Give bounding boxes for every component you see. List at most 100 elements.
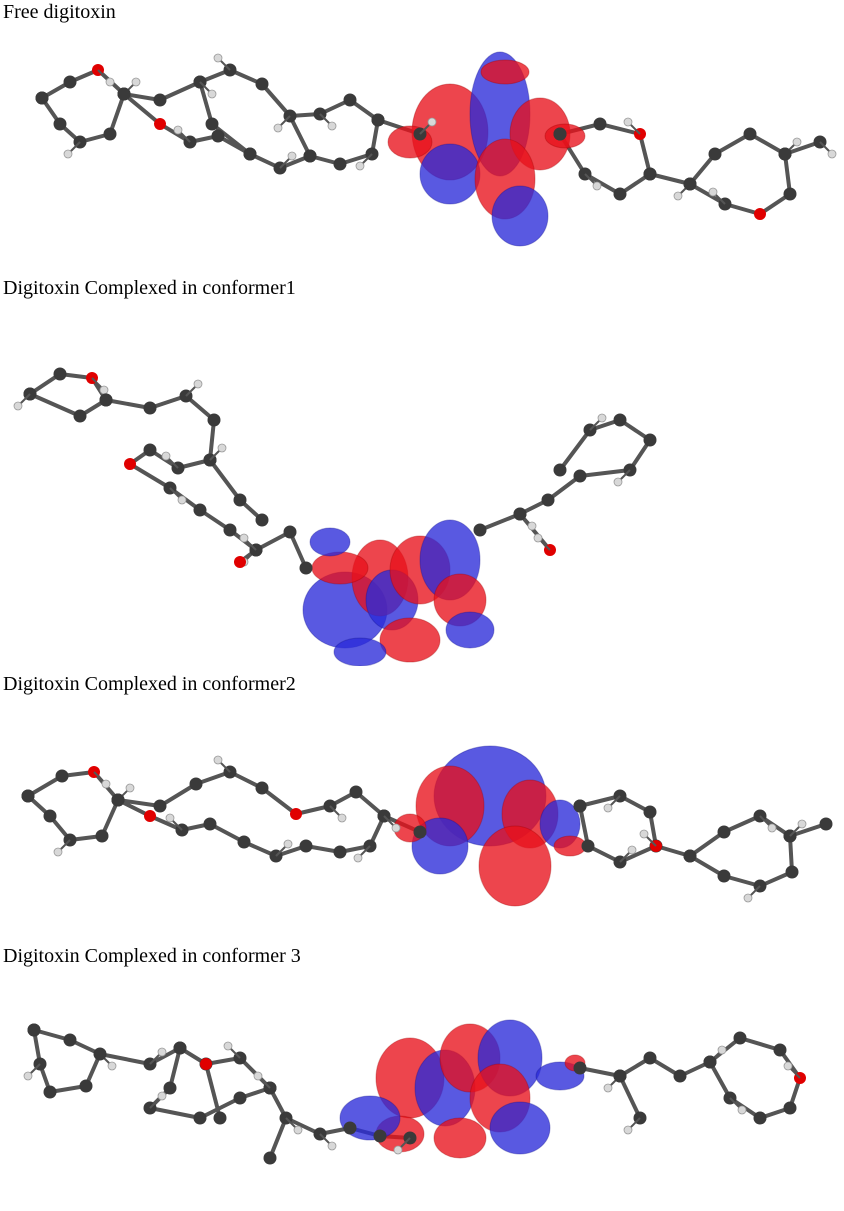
carbon-atom [143, 401, 157, 415]
carbon-atom [785, 865, 799, 879]
orbital-lobe-positive [379, 617, 441, 663]
carbon-atom [673, 1069, 687, 1083]
carbon-atom [243, 147, 257, 161]
hydrogen-atom [603, 1083, 613, 1093]
panel-title: Digitoxin Complexed in conformer2 [3, 673, 296, 695]
carbon-atom [333, 157, 347, 171]
carbon-atom [213, 1111, 227, 1125]
hydrogen-atom [161, 451, 171, 461]
hydrogen-atom [157, 1091, 167, 1101]
panel-conformer2: Digitoxin Complexed in conformer2 [0, 672, 844, 936]
hydrogen-atom [131, 77, 141, 87]
hydrogen-atom [253, 1071, 263, 1081]
hydrogen-atom [207, 89, 217, 99]
orbital-lobe-negative [491, 185, 549, 247]
oxygen-atom [144, 810, 156, 822]
carbon-atom [63, 1033, 77, 1047]
panel-title: Digitoxin Complexed in conformer 3 [3, 945, 301, 967]
orbital-lobe-positive [433, 1117, 487, 1159]
orbital-lobe-negative [333, 637, 387, 666]
carbon-atom [99, 393, 113, 407]
bond-path [198, 81, 252, 156]
carbon-atom [255, 781, 269, 795]
hydrogen-atom [101, 779, 111, 789]
hydrogen-atom [792, 137, 802, 147]
carbon-atom [753, 1111, 767, 1125]
carbon-atom [733, 1031, 747, 1045]
carbon-atom [193, 503, 207, 517]
carbon-atom [593, 117, 607, 131]
hydrogen-atom [613, 477, 623, 487]
carbon-atom [573, 799, 587, 813]
bond-path [288, 115, 312, 157]
hydrogen-atom [603, 803, 613, 813]
hydrogen-atom [23, 1071, 33, 1081]
orbital-lobe-positive [553, 835, 587, 857]
hydrogen-atom [223, 1041, 233, 1051]
carbon-atom [299, 839, 313, 853]
carbon-atom [773, 1043, 787, 1057]
carbon-atom [203, 817, 217, 831]
hydrogen-atom [107, 1061, 117, 1071]
carbon-atom [541, 493, 555, 507]
carbon-atom [643, 1051, 657, 1065]
oxygen-atom [754, 208, 766, 220]
hydrogen-atom [767, 823, 777, 833]
bond-path [105, 394, 308, 569]
hydrogen-atom [239, 533, 249, 543]
carbon-atom [473, 523, 487, 537]
orbital-lobe-positive [478, 825, 552, 907]
carbon-atom [55, 769, 69, 783]
carbon-atom [613, 413, 627, 427]
oxygen-atom [124, 458, 136, 470]
bond-path [208, 458, 264, 522]
panel-title: Free digitoxin [3, 1, 116, 23]
carbon-atom [255, 77, 269, 91]
orbital-lobe-negative [489, 1101, 551, 1155]
carbon-atom [43, 1085, 57, 1099]
carbon-atom [303, 149, 317, 163]
molecule-render-free [35, 51, 837, 247]
hydrogen-atom [353, 853, 363, 863]
carbon-atom [553, 463, 567, 477]
carbon-atom [283, 525, 297, 539]
carbon-atom [343, 93, 357, 107]
atoms [35, 53, 837, 220]
hydrogen-atom [708, 187, 718, 197]
hydrogen-atom [592, 181, 602, 191]
molecule-render-conformer2 [21, 745, 833, 907]
carbon-atom [263, 1151, 277, 1165]
carbon-atom [717, 825, 731, 839]
hydrogen-atom [783, 1061, 793, 1071]
carbon-atom [111, 793, 125, 807]
oxygen-atom [290, 808, 302, 820]
orbital-lobe-negative [419, 143, 481, 205]
hydrogen-atom [217, 443, 227, 453]
orbital-lobe-negative [445, 611, 495, 649]
carbon-atom [255, 513, 269, 527]
hydrogen-atom [287, 151, 297, 161]
carbon-atom [223, 523, 237, 537]
hydrogen-atom [797, 819, 807, 829]
carbon-atom [63, 75, 77, 89]
carbon-atom [613, 187, 627, 201]
hydrogen-atom [623, 117, 633, 127]
orbital-lobes [387, 51, 586, 247]
hydrogen-atom [193, 379, 203, 389]
carbon-atom [143, 443, 157, 457]
carbon-atom [35, 91, 49, 105]
bond-path [578, 794, 658, 864]
carbon-atom [237, 835, 251, 849]
carbon-atom [708, 147, 722, 161]
hydrogen-atom [337, 813, 347, 823]
carbon-atom [233, 493, 247, 507]
carbon-atom [93, 1047, 107, 1061]
orbital-lobe-positive [480, 59, 530, 85]
hydrogen-atom [597, 413, 607, 423]
carbon-atom [117, 87, 131, 101]
hydrogen-atom [355, 161, 365, 171]
carbon-atom [683, 177, 697, 191]
hydrogen-atom [623, 1125, 633, 1135]
carbon-atom [778, 147, 792, 161]
hydrogen-atom [737, 1105, 747, 1115]
